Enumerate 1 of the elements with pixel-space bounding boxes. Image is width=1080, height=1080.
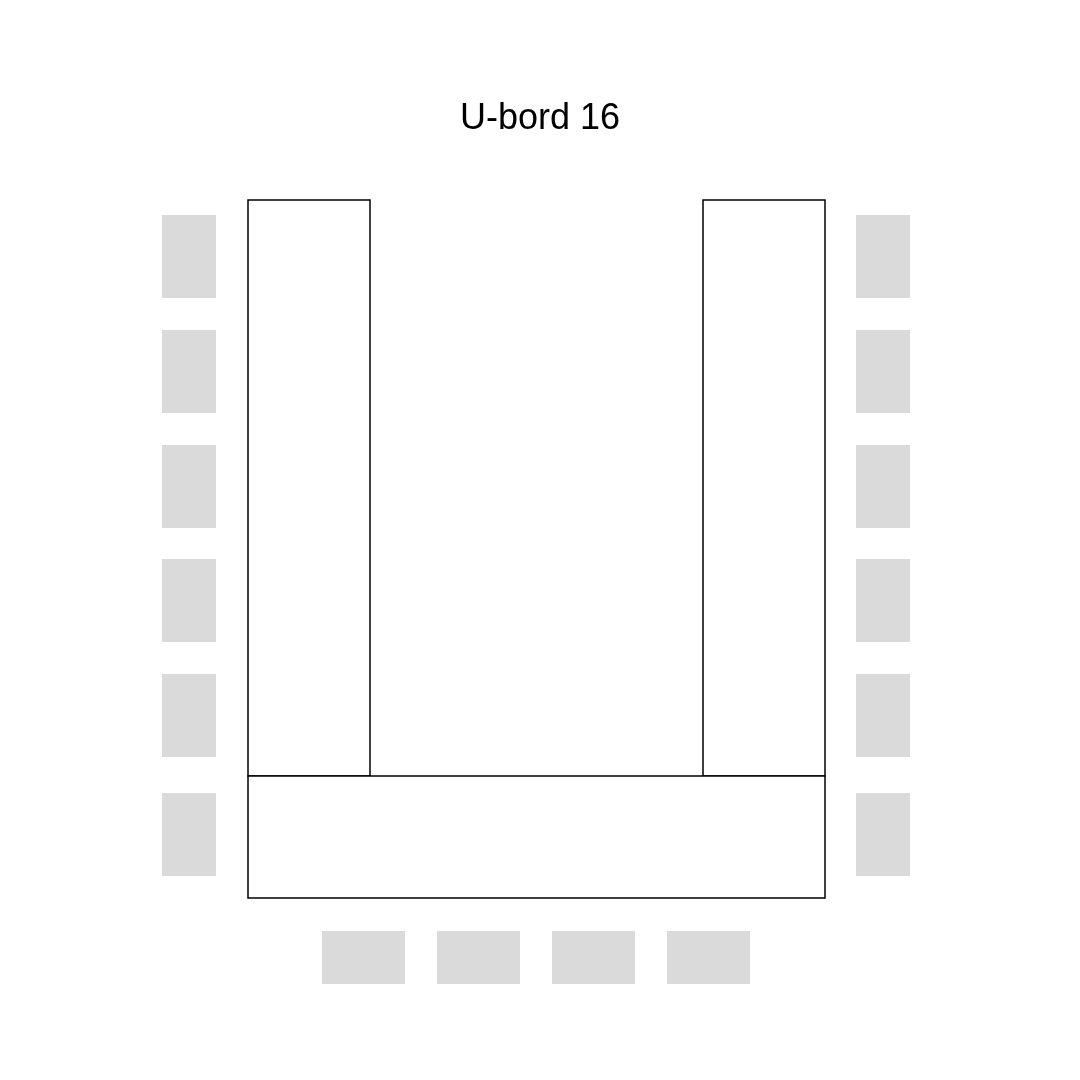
- title: U-bord 16: [459, 96, 621, 138]
